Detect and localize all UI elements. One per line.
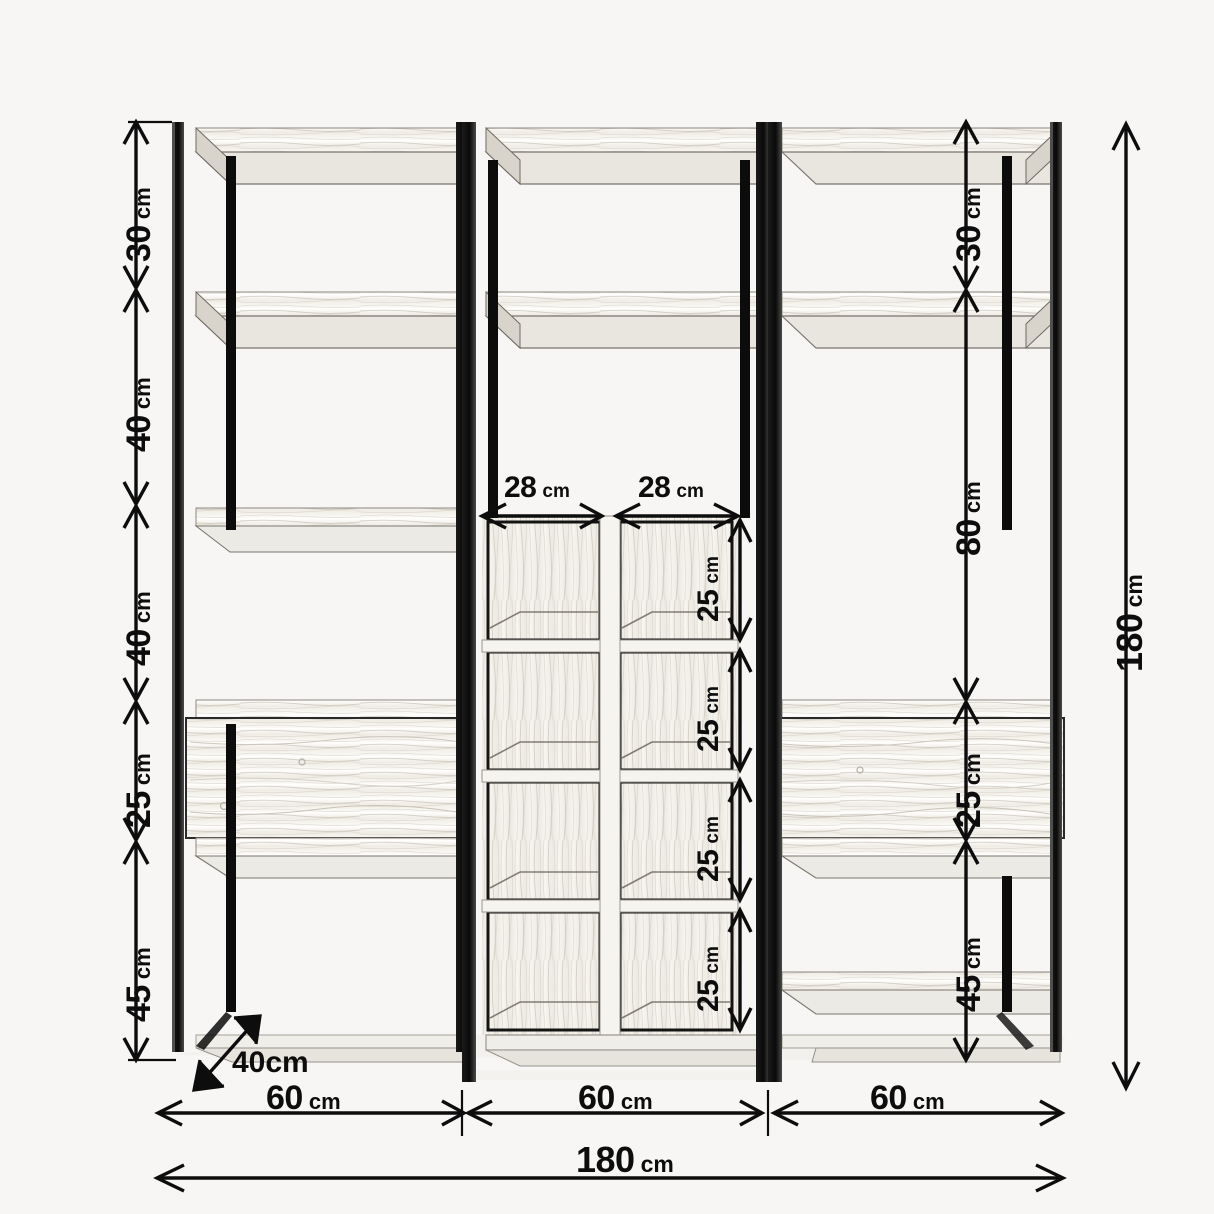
left-dim-label-2: 40 cm xyxy=(120,377,158,452)
cubby-height-label-2: 25 cm xyxy=(692,686,725,752)
dim-unit: cm xyxy=(702,816,723,844)
dim-unit: cm xyxy=(130,377,155,410)
right-dim-label-4: 45 cm xyxy=(950,937,988,1012)
dim-unit: cm xyxy=(960,481,985,514)
dim-unit: cm xyxy=(702,686,723,714)
dim-unit: cm xyxy=(1121,574,1147,608)
dim-unit: cm xyxy=(676,481,704,502)
bay-width-dimensions xyxy=(154,1090,1066,1136)
cubby-width-dimensions xyxy=(478,502,742,530)
dim-value: 180 xyxy=(1109,613,1150,672)
dim-value: 28 xyxy=(504,471,537,504)
dim-unit: cm xyxy=(960,187,985,220)
cubby-height-label-3: 25 cm xyxy=(692,816,725,882)
dim-value: 40 xyxy=(120,629,158,666)
total-width-label: 180 cm xyxy=(576,1142,674,1178)
dim-unit: cm xyxy=(640,1151,674,1177)
right-dim-label-1: 30 cm xyxy=(950,187,988,262)
center-bay xyxy=(462,122,770,1082)
cubby-height-label-4: 25 cm xyxy=(692,946,725,1012)
right-dim-label-3: 25 cm xyxy=(950,753,988,828)
dim-value: 60 xyxy=(578,1079,615,1117)
dim-unit: cm xyxy=(308,1089,341,1114)
bay-width-label-1: 60 cm xyxy=(266,1081,341,1115)
dim-unit: cm xyxy=(130,753,155,786)
dim-value: 25 xyxy=(692,849,725,882)
dim-value: 80 xyxy=(950,519,988,556)
left-dim-label-4: 25 cm xyxy=(120,753,158,828)
dim-value: 45 xyxy=(120,985,158,1022)
left-dim-label-3: 40 cm xyxy=(120,591,158,666)
right-bay xyxy=(768,122,1065,1082)
dimension-arrows xyxy=(122,118,1141,1193)
left-bay xyxy=(172,122,471,1063)
depth-label: 40cm xyxy=(232,1046,309,1079)
bay-width-label-2: 60 cm xyxy=(578,1081,653,1115)
dim-value: 180 xyxy=(576,1139,635,1180)
right-dimension-chain xyxy=(952,118,980,1064)
dim-value: 25 xyxy=(120,791,158,828)
total-height-label: 180 cm xyxy=(1109,574,1150,672)
dim-unit: cm xyxy=(702,556,723,584)
dim-unit: cm xyxy=(960,937,985,970)
dim-value: 28 xyxy=(638,471,671,504)
cubby-width-label-1: 28 cm xyxy=(504,473,570,503)
dim-value: 25 xyxy=(950,791,988,828)
dim-unit: cm xyxy=(702,946,723,974)
dim-unit: cm xyxy=(130,947,155,980)
dim-unit: cm xyxy=(130,187,155,220)
left-dim-label-1: 30 cm xyxy=(120,187,158,262)
dim-value: 25 xyxy=(692,589,725,622)
dim-value: 30 xyxy=(120,225,158,262)
dim-value: 45 xyxy=(950,975,988,1012)
dim-value: 40 xyxy=(120,415,158,452)
cubby-height-dimensions xyxy=(727,516,753,1034)
dim-value: 30 xyxy=(950,225,988,262)
dim-value: 25 xyxy=(692,979,725,1012)
depth-dimension xyxy=(191,1014,262,1092)
total-width-dimension xyxy=(153,1163,1067,1193)
dim-unit: cm xyxy=(912,1089,945,1114)
dim-value: 60 xyxy=(870,1079,907,1117)
cubby-width-label-2: 28 cm xyxy=(638,473,704,503)
dim-unit: cm xyxy=(130,591,155,624)
dim-value: 60 xyxy=(266,1079,303,1117)
total-height-dimension xyxy=(1111,120,1141,1092)
dim-unit: cm xyxy=(620,1089,653,1114)
left-dimension-chain xyxy=(122,118,176,1064)
left-dim-label-5: 45 cm xyxy=(120,947,158,1022)
bay-width-label-3: 60 cm xyxy=(870,1081,945,1115)
dim-unit: cm xyxy=(960,753,985,786)
cubby-height-label-1: 25 cm xyxy=(692,556,725,622)
dim-unit: cm xyxy=(542,481,570,502)
dim-value: 25 xyxy=(692,719,725,752)
right-dim-label-2: 80 cm xyxy=(950,481,988,556)
